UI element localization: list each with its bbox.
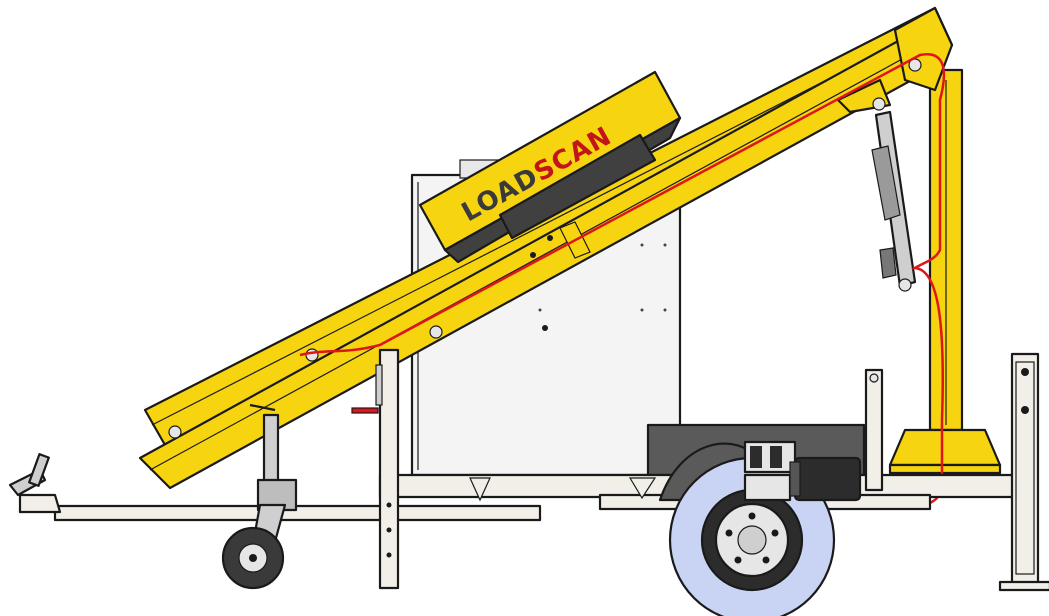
hydraulic-pump-motor [743,440,862,502]
jockey-wheel-assembly [221,403,298,590]
rear-stabiliser-leg [998,352,1049,592]
rear-mast [888,68,1002,475]
hydraulic-ram [871,110,917,292]
main-boom [138,6,954,490]
main-road-wheel [658,442,836,616]
